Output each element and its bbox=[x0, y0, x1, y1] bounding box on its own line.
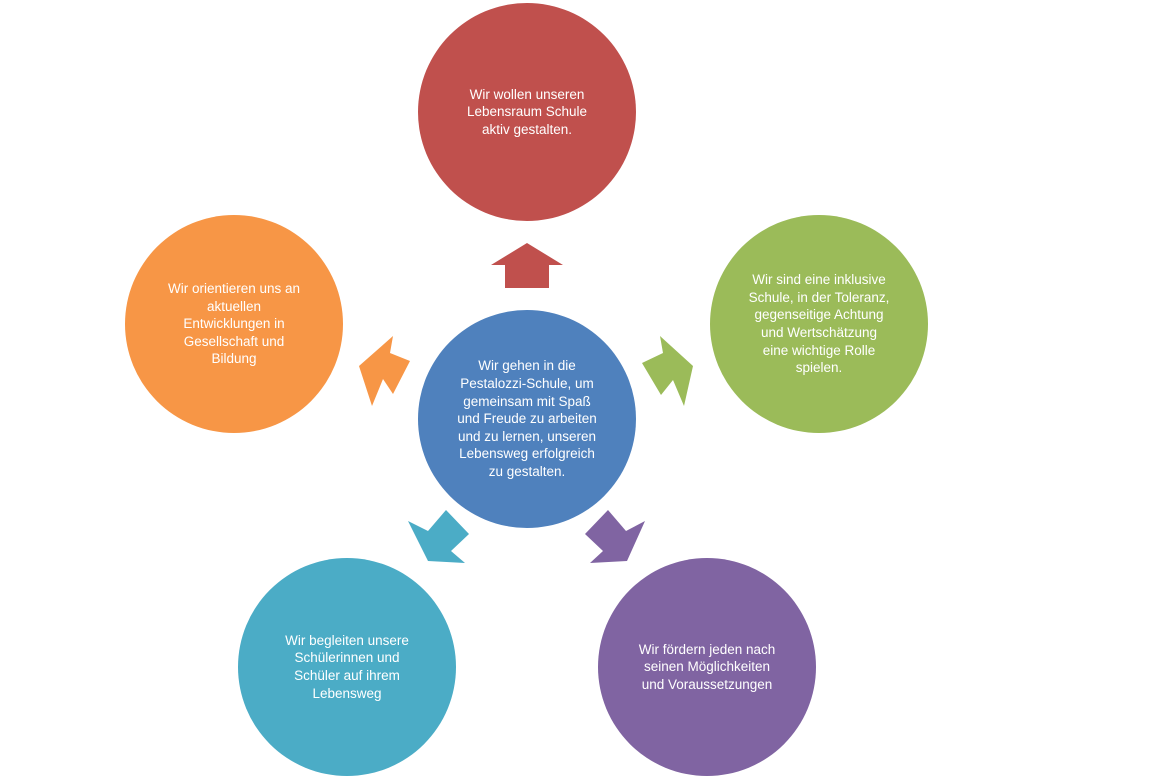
node-bottom-left: Wir begleiten unsere Schülerinnen und Sc… bbox=[238, 558, 456, 776]
arrow-up-right bbox=[642, 336, 693, 406]
arrow-up bbox=[491, 243, 563, 288]
arrow-up-left bbox=[359, 336, 410, 406]
node-right-text: Wir sind eine inklusive Schule, in der T… bbox=[748, 272, 890, 376]
node-center-text: Wir gehen in die Pestalozzi-Schule, um g… bbox=[457, 358, 597, 479]
node-bottom-left-text: Wir begleiten unsere Schülerinnen und Sc… bbox=[285, 632, 409, 701]
node-top: Wir wollen unseren Lebensraum Schule akt… bbox=[418, 3, 636, 221]
arrow-down-right bbox=[585, 510, 645, 563]
node-right: Wir sind eine inklusive Schule, in der T… bbox=[710, 215, 928, 433]
node-bottom-right: Wir fördern jeden nach seinen Möglichkei… bbox=[598, 558, 816, 776]
arrow-down-left bbox=[408, 510, 469, 563]
node-bottom-right-text: Wir fördern jeden nach seinen Möglichkei… bbox=[638, 641, 776, 692]
node-center: Wir gehen in die Pestalozzi-Schule, um g… bbox=[418, 310, 636, 528]
node-left: Wir orientieren uns an aktuellen Entwick… bbox=[125, 215, 343, 433]
node-top-text: Wir wollen unseren Lebensraum Schule akt… bbox=[466, 86, 588, 137]
node-left-text: Wir orientieren uns an aktuellen Entwick… bbox=[167, 281, 301, 367]
